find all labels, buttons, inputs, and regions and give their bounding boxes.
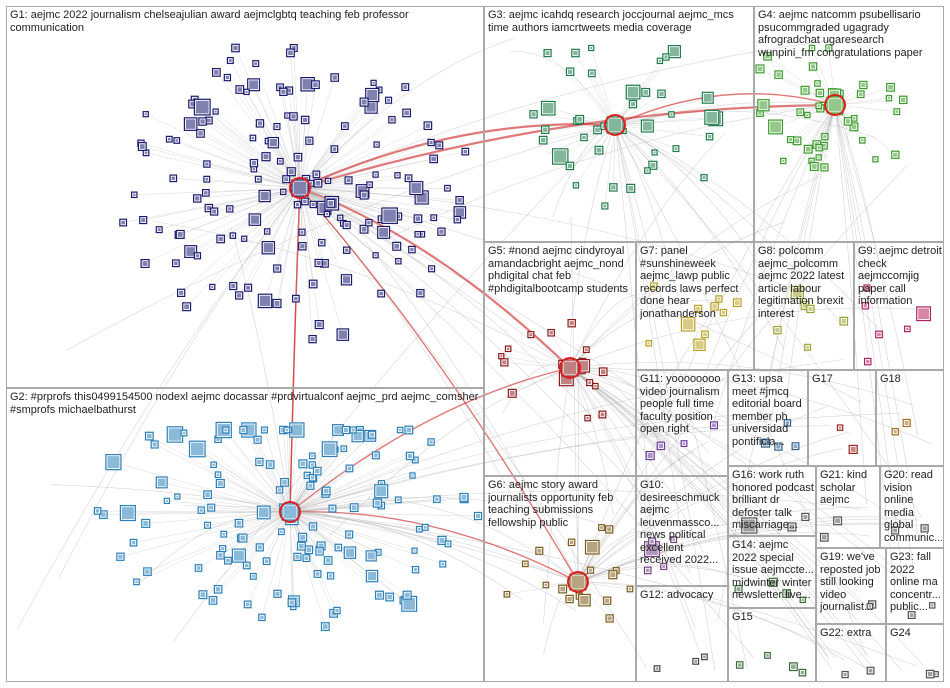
group-label-g14: G14: aejmc 2022 special issue aejmccte..… [732, 539, 814, 607]
group-label-g6: G6: aejmc story award journalists opport… [488, 479, 634, 681]
group-label-g3: G3: aejmc icahdq research joccjournal ae… [488, 9, 752, 241]
group-cell-g7: G7: panel #sunshineweek aejmc_lawp publi… [636, 242, 754, 370]
group-cell-g3: G3: aejmc icahdq research joccjournal ae… [484, 6, 754, 242]
group-cell-g9: G9: aejmc detroit check aejmccomjig pape… [854, 242, 944, 370]
group-label-g19: G19: we've reposted job still looking vi… [820, 551, 884, 623]
group-label-g1: G1: aejmc 2022 journalism chelseajulian … [10, 9, 482, 387]
group-label-g18: G18 [880, 373, 942, 465]
group-label-g8: G8: polcomm aejmc_polcomm aejmc 2022 lat… [758, 245, 852, 369]
group-label-g22: G22: extra [820, 627, 884, 681]
group-label-g13: G13: upsa meet #jmcq editorial board mem… [732, 373, 806, 465]
group-label-g23: G23: fall 2022 online ma concentr... pub… [890, 551, 942, 623]
group-cell-g15: G15 [728, 608, 816, 682]
group-label-g16: G16: work ruth honored podcast brilliant… [732, 469, 814, 535]
group-label-g10: G10: desireeschmuck aejmc leuvenmassco..… [640, 479, 726, 585]
group-label-g12: G12: advocacy [640, 589, 726, 681]
group-cell-g14: G14: aejmc 2022 special issue aejmccte..… [728, 536, 816, 608]
group-cell-g13: G13: upsa meet #jmcq editorial board mem… [728, 370, 808, 466]
group-cell-g24: G24 [886, 624, 944, 682]
group-label-g15: G15 [732, 611, 814, 681]
group-label-g21: G21: kind scholar aejmc [820, 469, 878, 547]
group-cell-g16: G16: work ruth honored podcast brilliant… [728, 466, 816, 536]
group-cell-g18: G18 [876, 370, 944, 466]
group-cell-g5: G5: #nond aejmc cindyroyal amandacbright… [484, 242, 636, 476]
group-cell-g2: G2: #prprofs this0499154500 nodexl aejmc… [6, 388, 484, 682]
group-cell-g20: G20: read vision online media global com… [880, 466, 944, 548]
group-label-g4: G4: aejmc natcomm psubellisario psucommg… [758, 9, 942, 241]
group-cell-g1: G1: aejmc 2022 journalism chelseajulian … [6, 6, 484, 388]
group-cell-g8: G8: polcomm aejmc_polcomm aejmc 2022 lat… [754, 242, 854, 370]
group-cell-g12: G12: advocacy [636, 586, 728, 682]
group-label-g17: G17 [812, 373, 874, 465]
group-label-g20: G20: read vision online media global com… [884, 469, 942, 547]
group-cell-g17: G17 [808, 370, 876, 466]
group-label-g11: G11: yoooooooo video journalism people f… [640, 373, 726, 475]
group-label-g7: G7: panel #sunshineweek aejmc_lawp publi… [640, 245, 752, 369]
group-cell-g19: G19: we've reposted job still looking vi… [816, 548, 886, 624]
group-cell-g10: G10: desireeschmuck aejmc leuvenmassco..… [636, 476, 728, 586]
group-label-g5: G5: #nond aejmc cindyroyal amandacbright… [488, 245, 634, 475]
group-cell-g6: G6: aejmc story award journalists opport… [484, 476, 636, 682]
group-cell-g21: G21: kind scholar aejmc [816, 466, 880, 548]
group-cell-g22: G22: extra [816, 624, 886, 682]
group-label-g9: G9: aejmc detroit check aejmccomjig pape… [858, 245, 942, 369]
group-label-g24: G24 [890, 627, 942, 681]
group-cell-g23: G23: fall 2022 online ma concentr... pub… [886, 548, 944, 624]
group-cell-g11: G11: yoooooooo video journalism people f… [636, 370, 728, 476]
group-cell-g4: G4: aejmc natcomm psubellisario psucommg… [754, 6, 944, 242]
group-label-g2: G2: #prprofs this0499154500 nodexl aejmc… [10, 391, 482, 681]
